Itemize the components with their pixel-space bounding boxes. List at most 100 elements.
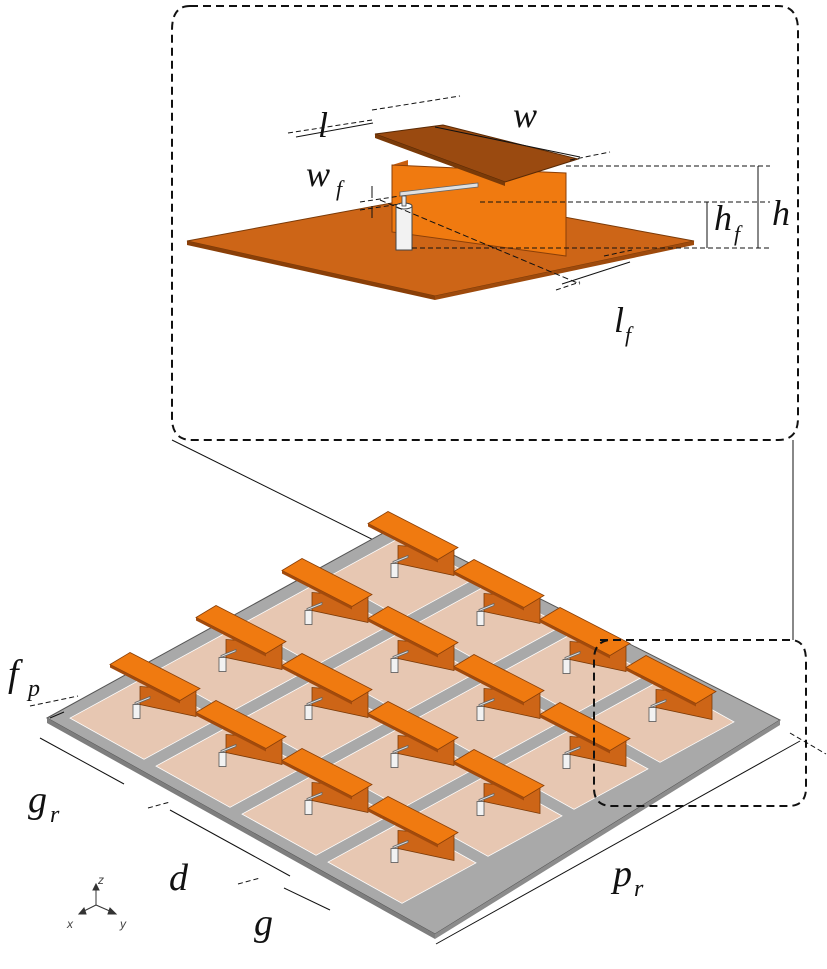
dim-label-fp: f [8,653,23,695]
antenna-element [367,511,459,578]
feed-strip [399,182,479,197]
feed-strip [478,792,495,803]
feed-probe [132,704,141,719]
feed-probe [390,658,399,673]
feed-probe [304,800,313,815]
dim-label-pr: p [610,853,632,895]
feed-probe [218,752,227,767]
dim-label-gr: g [28,779,47,821]
detail-callout-frame [171,5,799,441]
feed-strip [134,695,151,706]
top-patch-edge [282,665,352,705]
dim-label-hf-sub: f [734,221,743,246]
feed-probe [304,610,313,625]
dim-label-g: g [254,902,273,944]
dim-label-fp-sub: p [26,676,40,702]
ground-plane-edge-right [435,241,694,300]
feed-strip [306,791,323,802]
feed-strip [564,745,581,756]
antenna-element [367,796,459,863]
feed-strip [478,602,495,613]
top-patch [109,652,201,701]
feed-strip [220,648,237,659]
dim-label-lf: l [614,300,624,340]
feed-probe [562,754,571,769]
antenna-element [453,559,545,626]
antenna-element [539,702,631,769]
top-patch-edge [540,714,610,754]
antenna-element [281,653,373,720]
feed-strip [306,601,323,612]
feed-probe [304,705,313,720]
array-cell [327,821,477,904]
array-substrate-edge [47,718,435,939]
dim-label-hf: h [714,198,732,238]
dim-label-gr-sub: r [50,802,60,828]
top-patch-edge [282,570,352,610]
antenna-element [539,607,631,674]
feed-strip [392,554,409,565]
array-cell [585,680,735,763]
top-patch [539,702,631,751]
antenna-element [453,749,545,816]
dim-label-l: l [318,105,328,145]
antenna-element [109,652,201,719]
feed-strip [392,839,409,850]
antenna-element [195,700,287,767]
top-patch-edge [368,713,438,753]
dim-label-wf: w [306,154,330,194]
feed-strip [306,696,323,707]
antenna-element [367,701,459,768]
feed-probe [648,707,657,722]
dim-label-h: h [772,193,790,233]
axis-label-z: z [97,873,104,887]
antenna-array [45,511,782,939]
top-patch-edge [196,712,266,752]
top-patch-edge [626,667,696,707]
array-cell [413,774,563,857]
top-patch [625,655,717,704]
array-elements [109,511,717,863]
feed-probe [476,801,485,816]
dim-label-w: w [513,95,537,135]
feed-strip [478,697,495,708]
top-patch [539,607,631,656]
antenna-element [625,655,717,722]
array-cell [499,727,649,810]
top-patch-edge [454,761,524,801]
feed-probe [390,753,399,768]
dim-label-lf-sub: f [625,322,634,347]
top-patch-edge [110,664,180,704]
array-callout-loop [593,639,807,807]
feed-pin [401,195,407,207]
dim-label-pr-sub: r [634,876,644,902]
dim-label-d: d [169,857,189,899]
feed-probe [218,657,227,672]
top-patch-edge [196,617,266,657]
detail-callout: l w w f h h f l f [171,5,799,441]
top-patch-edge [454,666,524,706]
top-patch-edge [368,523,438,563]
feed-strip [392,649,409,660]
feed-strip [564,650,581,661]
detail-dimension-lines [287,95,770,291]
antenna-element [195,605,287,672]
top-patch [195,605,287,654]
array-cells [69,536,735,904]
feed-probe [476,611,485,626]
top-patch-edge [540,619,610,659]
array-dimension-lines [29,695,827,945]
top-patch [195,700,287,749]
top-patch-edge [368,618,438,658]
feed-strip [220,743,237,754]
feed-probe [562,659,571,674]
feed-probe [390,563,399,578]
feed-probe [390,848,399,863]
top-patch-edge [368,808,438,848]
coordinate-axes [77,882,118,915]
antenna-element [281,558,373,625]
feed-strip [392,744,409,755]
array-substrate-edge-right [435,720,780,939]
top-patch-edge [375,134,505,186]
